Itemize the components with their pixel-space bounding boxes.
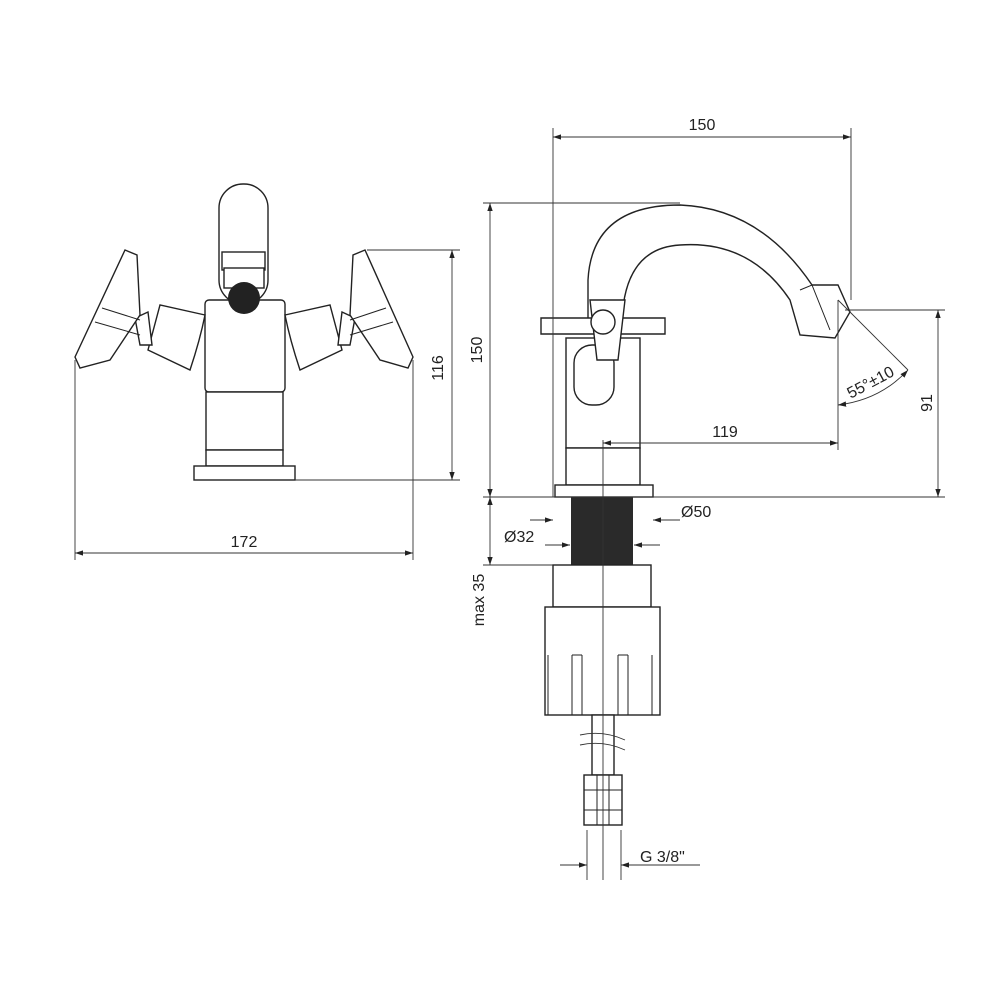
height-150-label: 150: [469, 337, 486, 364]
max-35-label: max 35: [471, 574, 488, 627]
front-column: [205, 391, 284, 451]
left-valve: [147, 304, 206, 371]
diameter-32-label: Ø32: [504, 529, 534, 546]
connection-label: G 3/8": [640, 849, 685, 866]
threaded-shank: [571, 497, 633, 565]
side-base: [554, 484, 654, 498]
height-116-label: 116: [430, 355, 447, 381]
front-dimensions: 172 116: [74, 249, 460, 560]
front-base: [193, 465, 296, 481]
spout-height-91-label: 91: [919, 394, 936, 412]
fixing-nut: [552, 564, 652, 608]
side-spout: [587, 204, 851, 339]
front-view: [74, 183, 414, 481]
lower-nut: [544, 606, 661, 716]
aerator: [228, 282, 260, 314]
projection-150-label: 150: [689, 117, 716, 134]
reach-119-label: 119: [712, 424, 738, 441]
left-handle: [74, 249, 141, 369]
front-spout-ring: [221, 251, 266, 271]
diameter-50-label: Ø50: [681, 504, 711, 521]
width-172-label: 172: [231, 534, 258, 551]
right-valve: [284, 304, 343, 371]
